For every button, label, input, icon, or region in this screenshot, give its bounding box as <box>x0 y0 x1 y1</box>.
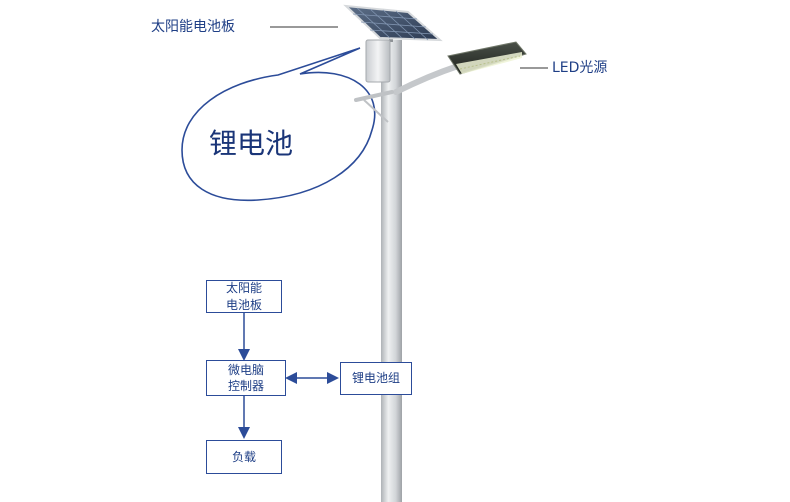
flow-box-controller-line2: 控制器 <box>227 379 264 393</box>
flow-box-solar-line2: 电池板 <box>225 297 262 312</box>
led-lamp-icon <box>447 41 527 75</box>
flow-box-solar-line1: 太阳能 <box>225 281 262 296</box>
flow-box-battery-text: 锂电池组 <box>351 371 400 386</box>
battery-box-icon <box>365 39 391 83</box>
flow-box-controller-line1: 微电脑 <box>227 362 264 377</box>
solar-panel-label: 太阳能电池板 <box>151 19 235 35</box>
solar-panel-icon <box>343 4 443 42</box>
led-source-label: LED光源 <box>552 60 608 76</box>
lamp-arm-brace <box>354 90 394 102</box>
flow-box-load-text: 负载 <box>231 449 256 464</box>
flow-box-solar-panel: 太阳能 电池板 <box>206 280 282 313</box>
lamp-arm-strut <box>363 99 389 123</box>
light-pole <box>381 40 402 502</box>
lamp-arm <box>393 63 461 95</box>
flow-box-load: 负载 <box>206 440 282 474</box>
speech-bubble <box>181 47 376 202</box>
battery-bubble-label: 锂电池 <box>209 127 294 160</box>
flow-box-controller: 微电脑 控制器 <box>206 360 286 396</box>
flow-box-battery: 锂电池组 <box>340 362 412 395</box>
